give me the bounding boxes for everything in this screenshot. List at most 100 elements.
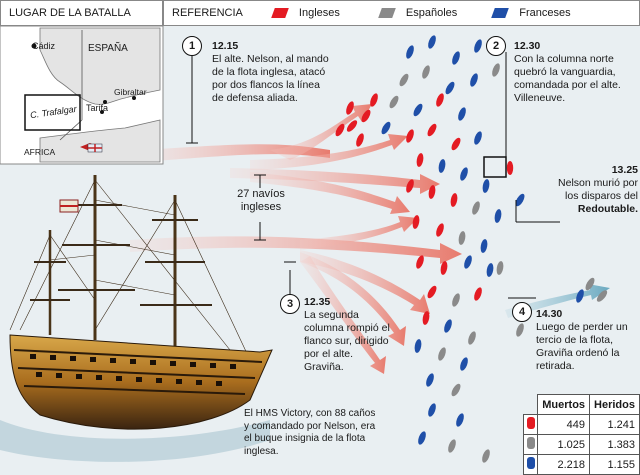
event-4-note: 14.30 Luego de perder un tercio de la fl… xyxy=(536,308,638,373)
legend-header: REFERENCIA Ingleses Españoles Franceses xyxy=(163,0,640,26)
fleet-ship-marker xyxy=(450,193,458,207)
legend-label-franceses: Franceses xyxy=(519,7,571,19)
event-3-note: 12.35 La segunda columna rompió el flanc… xyxy=(304,296,394,374)
fleet-ship-marker xyxy=(472,201,480,215)
event-4-time: 14.30 xyxy=(536,308,563,320)
legend-swatch-ingleses xyxy=(271,8,289,18)
fleet-ship-marker xyxy=(427,285,437,299)
fleet-ship-marker xyxy=(576,289,584,303)
event-3-marker: 3 xyxy=(280,294,300,314)
fleet-ship-marker xyxy=(492,63,500,77)
fleet-ship-marker xyxy=(458,231,466,245)
fleet-ship-marker xyxy=(482,449,490,463)
fleet-ship-marker xyxy=(422,311,430,325)
dead-espanoles: 1.025 xyxy=(537,434,591,455)
map-label-cadiz: Cádiz xyxy=(32,41,56,51)
fleet-ship-marker xyxy=(412,215,420,229)
header-muertos: Muertos xyxy=(537,394,591,415)
fleet-ship-marker xyxy=(468,331,476,345)
fleet-ship-marker xyxy=(474,287,482,301)
fleet-ship-marker xyxy=(406,179,414,193)
fleet-ship-marker xyxy=(436,93,444,107)
fleet-ship-marker xyxy=(418,431,426,445)
fleet-ship-marker xyxy=(452,51,460,65)
legend-swatch-espanoles xyxy=(378,8,396,18)
fleet-ship-marker xyxy=(416,153,424,167)
fleet-ship-marker xyxy=(515,193,525,207)
fleet-ship-marker xyxy=(370,93,378,107)
fleet-ship-marker xyxy=(346,101,354,115)
event-3-text: La segunda columna rompió el flanco sur,… xyxy=(304,309,390,373)
location-header: LUGAR DE LA BATALLA xyxy=(0,0,163,26)
fleet-ship-marker xyxy=(414,339,422,353)
event-1-note: 12.15 El alte. Nelson, al mando de la fl… xyxy=(212,40,332,105)
nelson-death-ship: Redoutable. xyxy=(577,203,638,215)
dead-ingleses: 449 xyxy=(537,414,591,435)
fleet-ship-marker xyxy=(458,107,466,121)
hms-victory-ship xyxy=(0,175,273,462)
north-attack-arrows xyxy=(140,104,440,214)
event-4-marker: 4 xyxy=(512,302,532,322)
table-corner xyxy=(524,395,538,415)
map-label-gibraltar: Gibraltar xyxy=(114,87,147,97)
fleet-ship-marker xyxy=(426,373,434,387)
ships-count-label: 27 navíos ingleses xyxy=(237,188,285,213)
team-marker-espanoles xyxy=(527,437,536,449)
fleet-ship-marker xyxy=(451,137,461,151)
fleet-ship-marker xyxy=(422,65,430,79)
fleet-ship-marker xyxy=(381,121,391,135)
fleet-ship-marker xyxy=(585,277,595,291)
event-2-note: 12.30 Con la columna norte quebró la van… xyxy=(514,40,636,105)
wounded-espanoles: 1.383 xyxy=(589,434,640,455)
fleet-ship-marker xyxy=(356,133,364,147)
fleet-ship-marker xyxy=(516,323,524,337)
team-marker-ingleses xyxy=(527,417,536,429)
fleet-ship-marker xyxy=(444,319,452,333)
fleet-ship-marker xyxy=(428,403,436,417)
fleet-ship-marker xyxy=(451,383,461,397)
fleet-ship-marker xyxy=(474,39,482,53)
fleet-ship-marker xyxy=(482,179,490,193)
fleet-ship-marker xyxy=(464,255,472,269)
fleet-ship-marker xyxy=(470,73,478,87)
casualties-table: Muertos Heridos 449 1.241 1.025 1.383 2.… xyxy=(522,394,640,475)
nelson-death-time: 13.25 xyxy=(611,164,638,176)
fleet-ship-marker xyxy=(456,413,464,427)
fleet-ship-marker xyxy=(399,73,409,87)
fleet-ship-marker xyxy=(474,131,482,145)
wounded-franceses: 1.155 xyxy=(589,454,640,475)
nelson-death-note: 13.25 Nelson murió por los disparos del … xyxy=(554,164,638,216)
legend-label-espanoles: Españoles xyxy=(405,7,458,19)
event-2-time: 12.30 xyxy=(514,40,541,52)
wounded-ingleses: 1.241 xyxy=(589,414,640,435)
fleet-ship-marker xyxy=(440,261,448,275)
fleet-ship-marker xyxy=(460,167,468,181)
table-row: 2.218 1.155 xyxy=(522,454,640,475)
event-2-text: Con la columna norte quebró la vanguardi… xyxy=(514,53,621,104)
team-marker-franceses xyxy=(527,457,536,469)
fleet-ship-marker xyxy=(346,120,358,132)
fleet-ship-marker xyxy=(494,209,502,223)
fleet-ship-marker xyxy=(506,161,514,175)
map-label-espana: ESPAÑA xyxy=(88,43,128,54)
victory-caption: El HMS Victory, con 88 caños y comandado… xyxy=(244,408,376,457)
map-label-tarifa: Tarifa xyxy=(86,103,109,113)
location-title: LUGAR DE LA BATALLA xyxy=(9,7,131,19)
fleet-ship-marker xyxy=(413,103,423,117)
event-1-text: El alte. Nelson, al mando de la flota in… xyxy=(212,53,329,104)
leader-lines xyxy=(186,52,560,318)
fleet-ship-marker xyxy=(406,129,414,143)
fleet-ship-marker xyxy=(335,123,345,137)
fleet-ship-marker xyxy=(428,185,436,199)
fleet-ship-marker xyxy=(406,45,414,59)
fleet-ship-marker xyxy=(361,109,371,123)
location-map xyxy=(0,25,164,165)
table-row: 449 1.241 xyxy=(522,414,640,435)
event-1-time: 12.15 xyxy=(212,40,239,52)
fleet-ship-marker xyxy=(448,439,456,453)
fleet-ships xyxy=(335,35,608,463)
dead-franceses: 2.218 xyxy=(537,454,591,475)
fleet-ship-marker xyxy=(496,261,504,275)
